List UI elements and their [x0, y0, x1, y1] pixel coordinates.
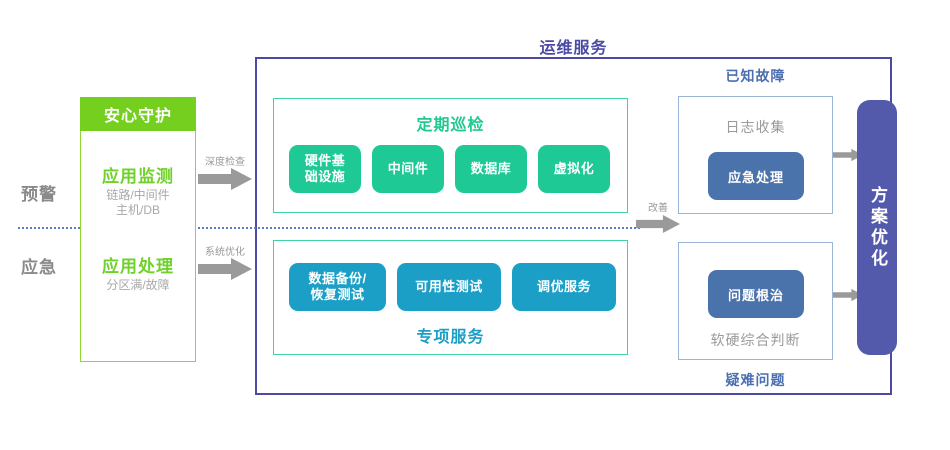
chip-hardware-infra[interactable]: 硬件基 础设施 — [289, 145, 361, 193]
service-panel-title-1: 专项服务 — [416, 329, 485, 346]
chip-availability-test[interactable]: 可用性测试 — [397, 263, 501, 311]
connector-label: 深度检查 — [205, 157, 245, 168]
guardian-subtitle-line: 分区满/故障 — [106, 278, 170, 292]
result-pill-solution-optimization[interactable]: 方案优化 — [857, 100, 897, 355]
service-panel-title-0: 定期巡检 — [416, 117, 485, 134]
guardian-subtitle-line: 主机/DB — [115, 203, 160, 217]
fault-caption-known: 已知故障 — [725, 68, 786, 84]
fault-sublabel-log-collect: 日志收集 — [725, 119, 786, 135]
guardian-panel-header: 安心守护 — [80, 97, 196, 131]
stage-label-emergency: 应急 — [21, 258, 57, 277]
guardian-subtitle-line: 链路/中间件 — [106, 188, 170, 202]
arrow-right-icon — [198, 168, 252, 190]
special-chip-row: 数据备份/ 恢复测试 可用性测试 调优服务 — [289, 263, 616, 311]
chip-middleware[interactable]: 中间件 — [372, 145, 444, 193]
connector-improve: 改善 — [634, 199, 682, 234]
stage-divider — [18, 227, 640, 229]
arrow-right-icon — [198, 258, 252, 280]
guardian-panel — [80, 97, 196, 362]
connector-label: 改善 — [648, 203, 668, 214]
fault-sublabel-hw-sw-judgement: 软硬综合判断 — [710, 332, 801, 348]
guardian-block-title-0: 应用监测 — [102, 166, 174, 186]
connector-label: 系统优化 — [205, 247, 245, 258]
connector-deep-check: 深度检查 — [196, 153, 254, 190]
chip-root-cause-fix[interactable]: 问题根治 — [708, 270, 804, 318]
guardian-block-subtitle-1: 分区满/故障 — [80, 278, 196, 293]
chip-database[interactable]: 数据库 — [455, 145, 527, 193]
result-pill-label: 方案优化 — [868, 185, 887, 270]
chip-emergency-handling[interactable]: 应急处理 — [708, 152, 804, 200]
chip-tuning-service[interactable]: 调优服务 — [512, 263, 616, 311]
fault-caption-difficult: 疑难问题 — [725, 372, 786, 388]
guardian-block-title-1: 应用处理 — [102, 256, 174, 276]
chip-virtualization[interactable]: 虚拟化 — [538, 145, 610, 193]
arrow-right-icon — [636, 215, 680, 233]
inspection-chip-row: 硬件基 础设施 中间件 数据库 虚拟化 — [289, 145, 610, 193]
connector-system-opt: 系统优化 — [196, 243, 254, 280]
stage-label-warning: 预警 — [21, 185, 57, 204]
chip-data-backup-restore[interactable]: 数据备份/ 恢复测试 — [289, 263, 386, 311]
diagram-title: 运维服务 — [539, 40, 608, 57]
guardian-block-subtitle-0: 链路/中间件 主机/DB — [80, 188, 196, 218]
arrow-right-icon — [833, 148, 863, 162]
arrow-right-icon — [833, 288, 863, 302]
